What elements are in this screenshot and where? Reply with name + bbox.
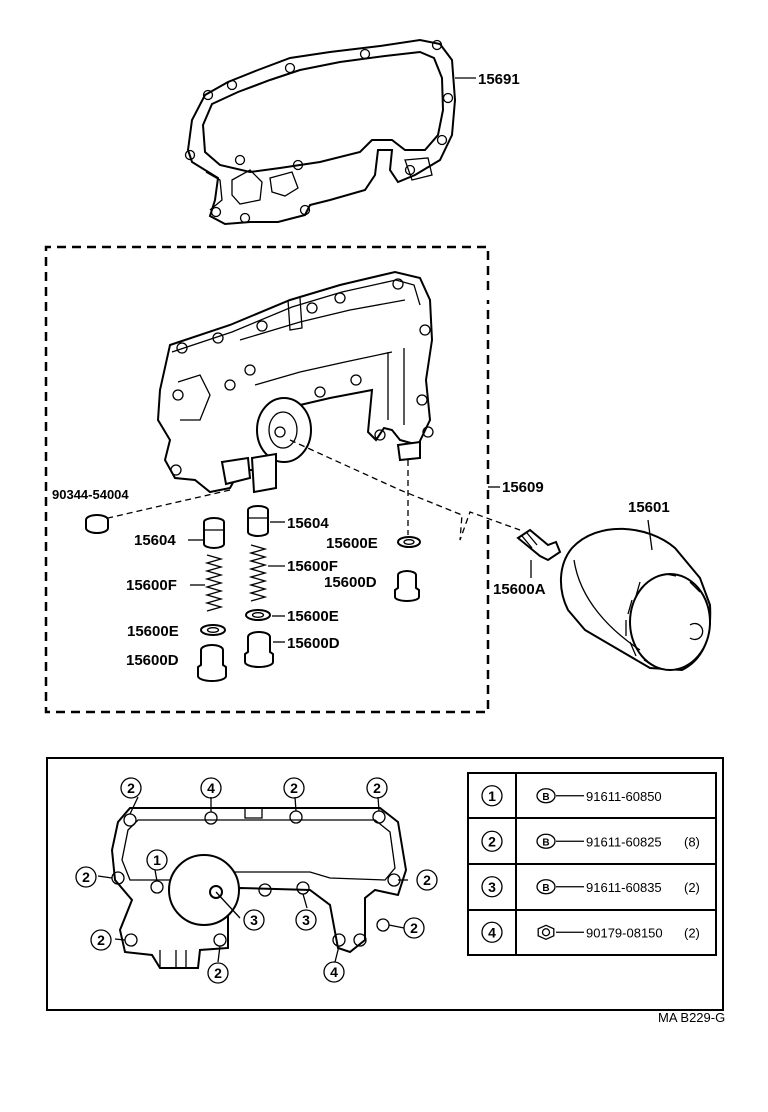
nut-hole-icon xyxy=(541,928,551,937)
bolt-b-icon xyxy=(536,879,556,895)
part-number: 91611-60850 xyxy=(586,789,662,804)
label-15600F-left: 15600F xyxy=(126,577,177,594)
row-number-circle xyxy=(481,921,503,943)
svg-text:2: 2 xyxy=(97,932,105,948)
svg-text:2: 2 xyxy=(290,780,298,796)
label-15600D-left: 15600D xyxy=(126,652,179,669)
row-number: 1 xyxy=(488,788,496,804)
svg-text:2: 2 xyxy=(423,872,431,888)
row-number: 3 xyxy=(488,879,496,895)
callout-2: 2 xyxy=(120,777,142,799)
label-90344-54004: 90344-54004 xyxy=(52,487,129,502)
label-15600D-upper: 15600D xyxy=(324,574,377,591)
part-number: 90179-08150 xyxy=(586,925,663,940)
gasket-15691 xyxy=(184,38,476,226)
svg-text:3: 3 xyxy=(302,912,310,928)
leader-union xyxy=(289,439,521,541)
oil-cooler-cover xyxy=(156,270,434,494)
gasket-e-left xyxy=(200,624,226,636)
svg-text:2: 2 xyxy=(127,780,135,796)
label-15600E-left: 15600E xyxy=(127,623,179,640)
callout-2: 2 xyxy=(366,777,388,799)
callout-2: 2 xyxy=(283,777,305,799)
bolt-b-icon xyxy=(536,833,556,849)
label-15600E-right: 15600E xyxy=(287,608,339,625)
label-15604-left: 15604 xyxy=(134,532,176,549)
label-15600D-right: 15600D xyxy=(287,635,340,652)
table-row: 4 90179-08150 (2) xyxy=(481,921,700,943)
callout-3: 3 xyxy=(295,909,317,931)
row-number-circle xyxy=(481,830,503,852)
callout-2: 2 xyxy=(403,917,425,939)
callout-4: 4 xyxy=(200,777,222,799)
leader-plug xyxy=(107,489,231,519)
row-number: 2 xyxy=(488,833,496,849)
plug-d-upper xyxy=(394,570,420,602)
oil-filter-15601 xyxy=(559,519,712,672)
plug-d-left xyxy=(197,644,227,682)
svg-text:4: 4 xyxy=(330,964,338,980)
label-15691: 15691 xyxy=(478,71,520,88)
svg-text:2: 2 xyxy=(214,965,222,981)
gasket-e-upper xyxy=(397,536,421,548)
bolt-b-letter: B xyxy=(542,837,549,848)
table-row: 2 B 91611-60825 (8) xyxy=(481,830,700,852)
label-15600F-right: 15600F xyxy=(287,558,338,575)
bolt-location-frame xyxy=(46,757,724,1011)
row-number: 4 xyxy=(488,924,496,940)
svg-text:2: 2 xyxy=(373,780,381,796)
svg-text:2: 2 xyxy=(82,869,90,885)
fastener-table xyxy=(467,772,717,956)
nut-icon xyxy=(537,924,555,941)
part-number: 91611-60835 xyxy=(586,880,662,895)
callout-2: 2 xyxy=(416,869,438,891)
part-quantity: (8) xyxy=(684,834,700,849)
bolt-b-letter: B xyxy=(542,883,549,894)
union-bolt-15600A xyxy=(516,528,562,562)
label-15609: 15609 xyxy=(502,479,544,496)
row-number-circle xyxy=(481,876,503,898)
spring-left xyxy=(204,554,224,612)
label-15600E-upper: 15600E xyxy=(326,535,378,552)
bolt-b-icon xyxy=(536,788,556,804)
svg-text:3: 3 xyxy=(250,912,258,928)
assembly-frame xyxy=(44,245,500,714)
svg-text:2: 2 xyxy=(410,920,418,936)
label-15601: 15601 xyxy=(628,499,670,516)
spring-right xyxy=(248,544,268,602)
callout-leaders xyxy=(97,796,408,963)
callout-2: 2 xyxy=(90,929,112,951)
diagram-code: MA B229-G xyxy=(658,1010,725,1025)
bolt-location-outline xyxy=(110,807,408,969)
label-15600A: 15600A xyxy=(493,581,546,598)
table-row: 3 B 91611-60835 (2) xyxy=(481,876,700,898)
svg-text:4: 4 xyxy=(207,780,215,796)
relief-valve-left xyxy=(203,517,225,549)
table-row: 1 B 91611-60850 xyxy=(481,785,662,807)
callout-3: 3 xyxy=(243,909,265,931)
plug-d-right xyxy=(244,631,274,668)
gasket-e-right xyxy=(245,609,271,621)
plug-90344-54004 xyxy=(85,514,109,534)
callout-2: 2 xyxy=(207,962,229,984)
part-quantity: (2) xyxy=(684,925,700,940)
svg-text:1: 1 xyxy=(153,852,161,868)
part-number: 91611-60825 xyxy=(586,834,662,849)
callout-2: 2 xyxy=(75,866,97,888)
relief-valve-right xyxy=(247,505,269,537)
bolt-b-letter: B xyxy=(542,792,549,803)
callout-4: 4 xyxy=(323,961,345,983)
part-quantity: (2) xyxy=(684,880,700,895)
row-number-circle xyxy=(481,785,503,807)
label-15604-right: 15604 xyxy=(287,515,329,532)
callout-1: 1 xyxy=(146,849,168,871)
